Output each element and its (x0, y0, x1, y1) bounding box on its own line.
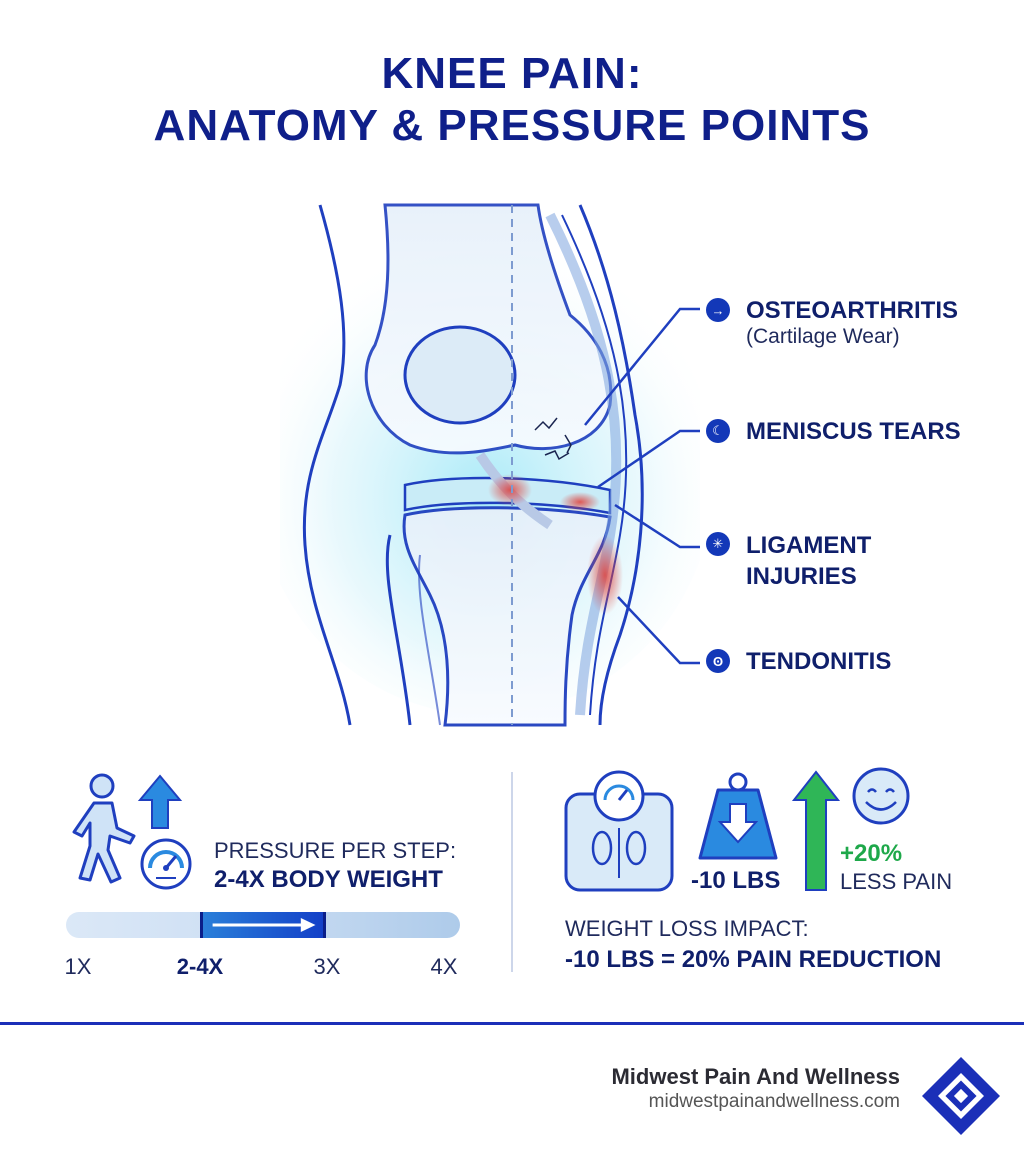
brand-name: Midwest Pain And Wellness (611, 1064, 900, 1089)
tendonitis-label: TENDONITIS (746, 648, 892, 675)
knee-anatomy-illustration (280, 203, 700, 727)
pressure-bar (66, 912, 460, 938)
tick-label-4x: 4X (430, 954, 458, 979)
tendon-line (561, 214, 628, 716)
gauge-icon (140, 838, 192, 890)
green-up-arrow-icon (791, 770, 841, 891)
weight-loss-impact-label: WEIGHT LOSS IMPACT: (565, 916, 809, 941)
tendon-icon: ʘ (706, 649, 730, 673)
arrow-right-icon: → (706, 298, 730, 322)
pointer-ligament (614, 503, 700, 549)
weight-down-icon (698, 772, 778, 860)
walking-person-icon (72, 773, 136, 884)
less-pain-label: LESS PAIN (840, 869, 953, 894)
fibula-inner (418, 554, 441, 726)
weight-loss-icons (564, 767, 910, 892)
arrow-right-icon (212, 918, 316, 932)
tick-label-1x: 1X (64, 954, 92, 979)
brand-logo-icon (922, 1057, 1000, 1135)
up-arrow-icon (137, 774, 183, 829)
section-divider (511, 772, 513, 972)
fibula (385, 534, 412, 726)
patella (403, 325, 517, 425)
leg-outline-right (578, 204, 644, 726)
tick-label-3x: 3X (313, 954, 341, 979)
weight-loss-impact-value: -10 LBS = 20% PAIN REDUCTION (565, 946, 942, 973)
walking-pressure-icons (72, 773, 192, 890)
tendon-band (545, 212, 622, 716)
smiley-face-icon (852, 767, 910, 825)
meniscus-label: MENISCUS TEARS (746, 418, 961, 445)
minus-10-lbs-label: -10 LBS (691, 867, 781, 894)
ligament-label-line2: INJURIES (746, 563, 857, 590)
leg-outline-left (302, 204, 352, 726)
tendon-inflammation (587, 535, 623, 615)
osteoarthritis-label: OSTEOARTHRITIS (746, 297, 959, 324)
ligament-label: LIGAMENT (746, 532, 872, 559)
pressure-value: 2-4X BODY WEIGHT (214, 866, 443, 893)
meniscus-inflammation (560, 492, 600, 512)
cartilage-cracks (534, 417, 572, 461)
osteoarthritis-sublabel: (Cartilage Wear) (746, 325, 900, 348)
title-line-2: ANATOMY & PRESSURE POINTS (153, 101, 871, 150)
pressure-label: PRESSURE PER STEP: (214, 838, 457, 863)
tibia (402, 506, 612, 727)
title-line-1: KNEE PAIN: (381, 49, 643, 98)
improvement-percent: +20% (840, 840, 903, 867)
pointer-meniscus (597, 429, 700, 489)
tick-label-2-4x: 2-4X (176, 954, 224, 979)
crescent-icon: ☾ (706, 419, 730, 443)
pointer-tendonitis (617, 596, 700, 665)
pointer-osteoarthritis (584, 307, 700, 426)
burst-icon: ✳ (706, 532, 730, 556)
ligament-inflammation (488, 474, 532, 506)
footer-divider (0, 1022, 1024, 1025)
bathroom-scale-icon (564, 770, 674, 892)
brand-url: midwestpainandwellness.com (648, 1091, 900, 1112)
